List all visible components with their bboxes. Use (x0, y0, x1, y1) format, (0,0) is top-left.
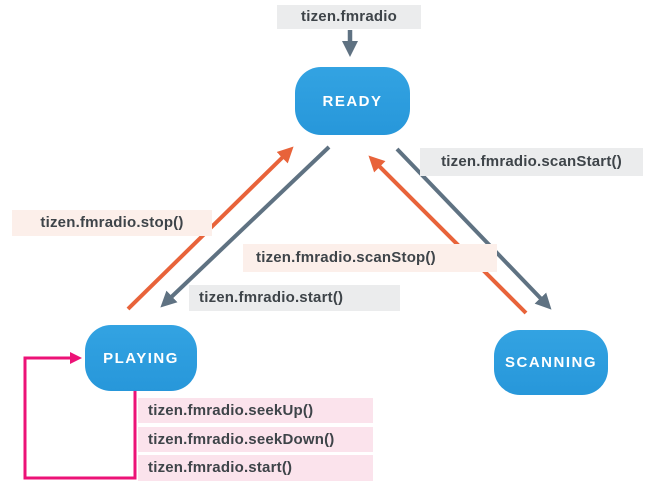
state-playing: PLAYING (85, 325, 197, 391)
state-playing-label: PLAYING (103, 349, 179, 367)
transition-label-seek-down: tizen.fmradio.seekDown() (138, 427, 373, 452)
state-scanning: SCANNING (494, 330, 608, 395)
arrow-playing-self-loop (23, 352, 137, 480)
state-scanning-label: SCANNING (504, 354, 597, 371)
state-ready-label: READY (322, 92, 383, 110)
entry-label: tizen.fmradio (277, 5, 421, 29)
transition-label-scan-start: tizen.fmradio.scanStart() (420, 148, 643, 176)
transition-label-start: tizen.fmradio.start() (189, 285, 400, 311)
transition-label-seek-up: tizen.fmradio.seekUp() (138, 398, 373, 423)
transition-label-stop: tizen.fmradio.stop() (12, 210, 212, 236)
arrow-ready-to-playing (160, 145, 331, 308)
transition-label-loop-start: tizen.fmradio.start() (138, 455, 373, 481)
transition-label-scan-stop: tizen.fmradio.scanStop() (243, 244, 497, 272)
state-ready: READY (295, 67, 410, 135)
arrow-scanning-to-ready (368, 155, 528, 315)
